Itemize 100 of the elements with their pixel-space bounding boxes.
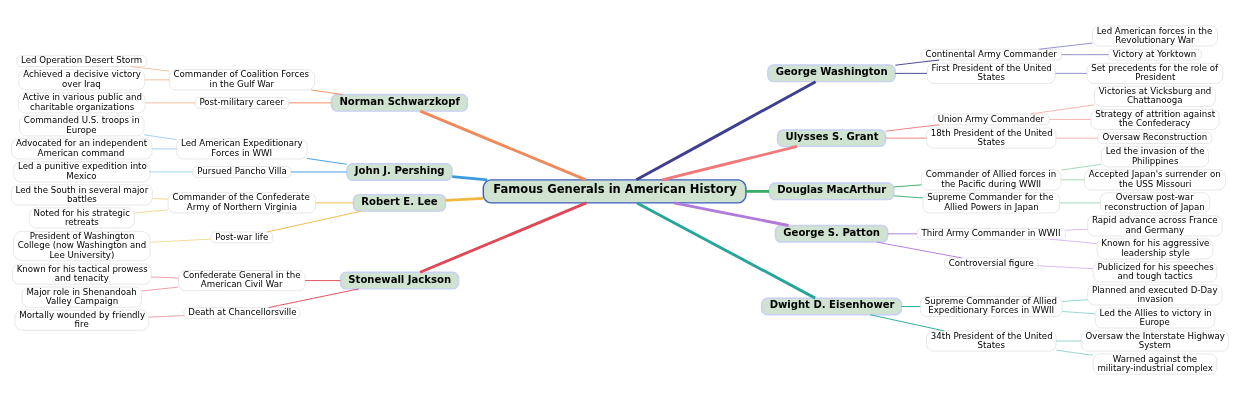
node-box: Famous Generals in American History: [482, 179, 747, 204]
node-box: Robert E. Lee: [352, 193, 447, 212]
node-box: Known for his aggressive leadership style: [1096, 238, 1214, 260]
node-box: Accepted Japan's surrender on the USS Missouri: [1084, 169, 1226, 191]
node-box: Warned against the military-industrial complex: [1092, 353, 1218, 375]
connector: [1055, 137, 1099, 139]
connector: [452, 175, 488, 182]
connector: [151, 198, 169, 200]
connector: [134, 209, 169, 214]
node-box: Commander of Allied forces in the Pacific during WWII: [921, 169, 1062, 191]
node-box: Known for his tactical prowess and tenacity: [12, 263, 152, 285]
node-box: Mortally wounded by friendly fire: [14, 309, 150, 331]
node-box: Controversial figure: [944, 257, 1039, 270]
connector: [1061, 54, 1109, 56]
connector: [1038, 42, 1093, 50]
connector: [1055, 349, 1094, 356]
connector: [306, 157, 348, 165]
node-box: George S. Patton: [774, 224, 889, 243]
connector: [1037, 265, 1094, 270]
node-box: Pursued Pancho Villa: [192, 166, 292, 178]
connector: [151, 148, 178, 150]
node-box: Supreme Commander for the Allied Powers in Japan: [922, 192, 1060, 214]
node-box: Post-military career: [194, 97, 290, 109]
connector: [304, 280, 341, 282]
connector: [887, 233, 918, 235]
connector: [419, 201, 587, 274]
connector: [1061, 299, 1088, 302]
connector: [1029, 104, 1095, 115]
node-box: Third Army Commander in WWII: [916, 228, 1066, 240]
connector: [315, 202, 354, 204]
node-box: George Washington: [767, 64, 896, 83]
connector: [1060, 179, 1085, 181]
node-box: Death at Chancellorsville: [183, 307, 301, 319]
node-box: Oversaw post-war reconstruction of Japan: [1099, 192, 1210, 214]
connector: [636, 201, 816, 300]
node-box: John J. Pershing: [346, 162, 453, 181]
node-box: Publicized for his speeches and tough tactics: [1092, 261, 1218, 283]
connector: [148, 315, 185, 318]
connector: [1059, 202, 1101, 204]
connector: [143, 134, 178, 141]
node-box: Strategy of attrition against the Confederacy: [1090, 109, 1220, 130]
node-box: Confederate General in the American Civil War: [178, 270, 306, 292]
node-box: Union Army Commander: [933, 113, 1050, 126]
connector: [876, 241, 963, 259]
connector: [130, 66, 170, 72]
node-box: Dwight D. Eisenhower: [761, 297, 903, 316]
node-box: President of Washington College (now Washington and Lee University): [13, 230, 151, 262]
connector: [144, 79, 170, 81]
connector: [894, 72, 928, 74]
connector: [1065, 228, 1089, 231]
connector: [149, 171, 194, 173]
connector: [745, 189, 770, 193]
connector: [1055, 340, 1082, 342]
node-box: Led American forces in the Revolutionary War: [1092, 25, 1218, 47]
connector: [1061, 311, 1096, 315]
node-box: Stonewall Jackson: [339, 271, 460, 290]
connector: [268, 288, 360, 309]
node-box: Noted for his strategic retreats: [28, 207, 135, 229]
node-box: Led Operation Desert Storm: [16, 55, 148, 67]
connector: [141, 286, 179, 292]
connector: [419, 109, 587, 182]
node-box: Ulysses S. Grant: [776, 129, 887, 148]
node-box: Oversaw Reconstruction: [1097, 132, 1213, 144]
connector: [1048, 118, 1092, 120]
connector: [869, 314, 945, 332]
node-box: Led the Allies to victory in Europe: [1094, 307, 1216, 329]
connector: [673, 201, 789, 227]
node-box: Planned and executed D-Day invasion: [1087, 284, 1223, 306]
connector: [901, 306, 921, 307]
connector: [445, 196, 484, 202]
connector: [266, 210, 362, 233]
connector: [885, 137, 927, 139]
node-box: Continental Army Commander: [920, 48, 1062, 61]
connector: [1060, 163, 1102, 171]
connector: [290, 171, 348, 173]
node-box: Commanded U.S. troops in Europe: [19, 115, 145, 137]
connector: [149, 238, 212, 243]
node-box: Victory at Yorktown: [1108, 48, 1202, 61]
node-box: Oversaw the Interstate Highway System: [1080, 330, 1230, 352]
node-box: Active in various public and charitable organizations: [18, 92, 146, 114]
node-box: Commander of the Confederate Army of Northern Virginia: [167, 192, 316, 214]
node-box: Major role in Shenandoah Valley Campaign: [21, 286, 142, 308]
connector: [1054, 72, 1088, 74]
node-box: Led the invasion of the Philippines: [1101, 146, 1209, 168]
connector: [1049, 238, 1098, 245]
connector: [893, 184, 922, 188]
connector: [144, 102, 196, 104]
connector: [661, 145, 798, 182]
node-box: Led the South in several major battles: [10, 184, 153, 206]
node-box: Rapid advance across France and Germany: [1087, 215, 1223, 237]
connector: [310, 89, 343, 96]
node-box: Norman Schwarzkopf: [330, 93, 469, 112]
node-box: Set precedents for the role of President: [1086, 62, 1224, 84]
connector: [288, 102, 332, 104]
connector: [893, 195, 924, 199]
node-box: 18th President of the United States: [926, 127, 1057, 149]
node-box: 34th President of the United States: [926, 330, 1057, 352]
connector: [894, 59, 940, 66]
node-box: Supreme Commander of Allied Expeditionary Forces in WWII: [920, 296, 1063, 317]
node-box: Led American Expeditionary Forces in WWI: [176, 138, 308, 160]
